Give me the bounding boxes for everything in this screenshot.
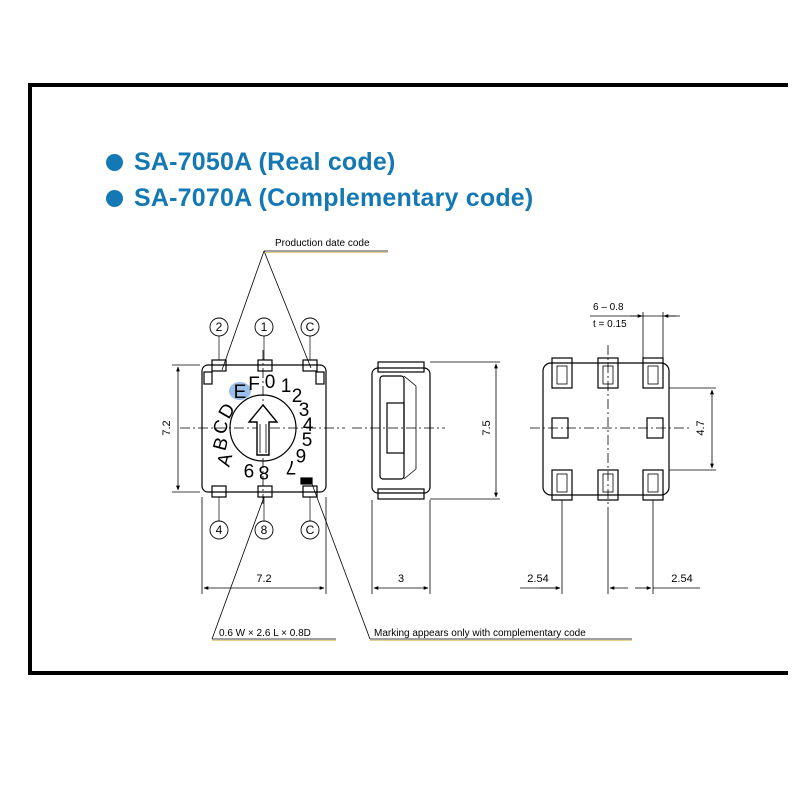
front-dimensions [172,364,327,594]
dial-char: 6 [296,444,307,465]
side-dimensions [371,361,500,594]
dial-char: 9 [244,459,255,480]
front-pin-top [257,359,273,372]
production-date-code-label: Production date code [275,238,370,249]
drawing-frame [28,83,788,675]
side-view [352,361,445,500]
front-body [201,364,327,493]
bottom-view [530,345,690,515]
pin-hole-label: 0.6 W × 2.6 L × 0.8D [219,628,311,639]
pin-labels [209,317,320,540]
thickness-spec-2: t = 0.15 [593,319,627,330]
dial-char: E [234,382,247,403]
dial-char: F [248,374,260,395]
front-corner-tab [203,371,213,385]
bottom-dimensions [520,312,716,594]
dial-char: 1 [281,376,292,397]
dial-char: 0 [265,372,276,393]
dial-char: 3 [299,400,310,421]
marking-note-label: Marking appears only with complementary … [374,628,586,639]
dial-char: B [210,435,234,453]
dial-char: 2 [292,386,303,407]
pin-label-bottom: C [306,523,315,537]
front-pin-bottom [257,485,273,498]
pin-hole-leader [211,496,336,641]
marking-leader [311,483,632,641]
production-date-leader [221,250,388,371]
bullet-icon [106,190,123,207]
dial-char: 8 [259,461,270,482]
complementary-marking [300,477,313,485]
dial-char: A [214,451,238,469]
dim-side-depth: 3 [398,573,404,585]
bullet-icon [106,154,123,171]
pin-label-bottom: 8 [261,523,268,537]
pin-label-top: 1 [261,320,268,334]
dial-characters: E F 0 1 2 3 4 5 6 7 8 9 A B C D [209,372,313,482]
dial-char: C [209,417,233,437]
rotor-arrow-icon [247,403,279,456]
dial-char: 5 [302,430,313,451]
dim-pitch-right: 2.54 [671,573,692,585]
dim-pitch-left: 2.54 [527,573,548,585]
dial-char: 4 [303,415,314,436]
heading-real-code-text: SA-7050A (Real code) [134,148,396,176]
production-date-highlight [229,382,251,400]
dim-front-height: 7.2 [161,420,173,435]
heading-complementary-code: SA-7070A (Complementary code) [106,184,533,213]
pin-label-top: 2 [216,320,223,334]
dim-front-width: 7.2 [256,573,271,585]
pin-label-bottom: 4 [216,523,223,537]
dial-char: 7 [286,456,297,477]
heading-real-code: SA-7050A (Real code) [106,148,396,177]
front-corner-tab [315,371,325,385]
thickness-spec-1: 6 – 0.8 [593,302,624,313]
dim-bottom-span: 4.7 [695,420,707,435]
heading-complementary-code-text: SA-7070A (Complementary code) [134,184,534,212]
pin-label-top: C [306,320,315,334]
dim-side-height: 7.5 [481,420,493,435]
